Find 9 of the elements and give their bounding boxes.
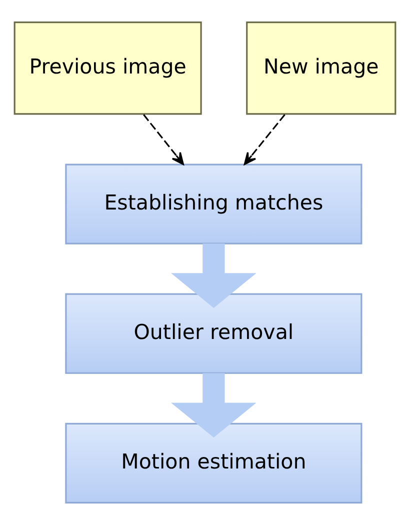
node-box: Motion estimation bbox=[65, 422, 362, 503]
arrow bbox=[244, 114, 286, 164]
arrow bbox=[171, 243, 256, 308]
node-box: Establishing matches bbox=[65, 163, 362, 244]
arrow bbox=[171, 372, 256, 438]
node-box: Previous image bbox=[14, 21, 202, 114]
arrow bbox=[143, 114, 184, 164]
node-box: Outlier removal bbox=[65, 292, 362, 374]
node-box: New image bbox=[246, 21, 396, 114]
